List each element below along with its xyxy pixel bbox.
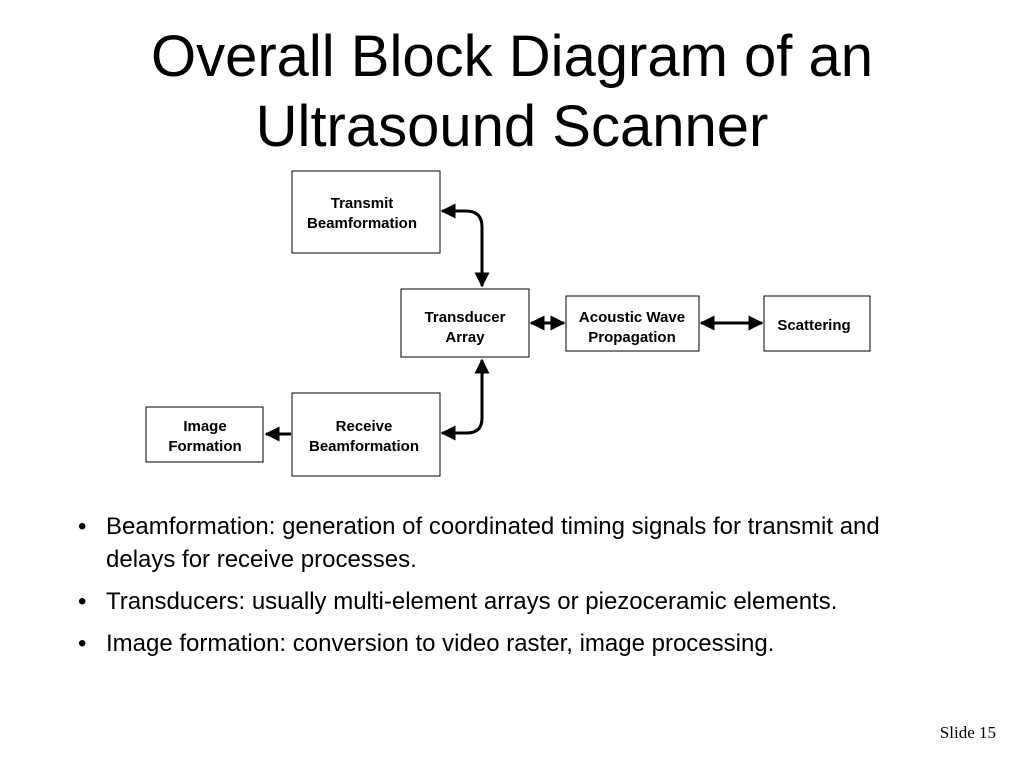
slide-title: Overall Block Diagram of an Ultrasound S… (0, 22, 1024, 162)
bullet-item-beamformation: • Beamformation: generation of coordinat… (72, 510, 952, 576)
slide-number: Slide 15 (939, 723, 996, 742)
slide-title-line-2: Ultrasound Scanner (255, 94, 769, 159)
bullet-text: Transducers: usually multi-element array… (106, 588, 838, 615)
box-acoustic-wave-propagation: Acoustic Wave Propagation (565, 295, 700, 352)
box-image-label-2: Formation (168, 438, 241, 455)
box-receive-beamformation: Receive Beamformation (291, 392, 441, 477)
box-receive-label-2: Beamformation (309, 438, 419, 455)
box-receive-label-1: Receive (336, 418, 393, 435)
bullet-symbol: • (78, 588, 87, 615)
box-image-label-1: Image (183, 418, 226, 435)
box-transducer-label-2: Array (445, 329, 485, 346)
bullet-item-transducers: • Transducers: usually multi-element arr… (72, 585, 952, 618)
bullet-item-image-formation: • Image formation: conversion to video r… (72, 627, 952, 660)
box-acoustic-label-2: Propagation (588, 329, 676, 346)
box-transducer-array: Transducer Array (400, 288, 530, 358)
slide-title-line-1: Overall Block Diagram of an (150, 24, 874, 89)
arrow-transmit-transducer (440, 203, 490, 288)
bullet-text: Beamformation: generation of coordinated… (106, 513, 880, 573)
box-acoustic-label-1: Acoustic Wave (579, 309, 685, 326)
arrow-transducer-receive (440, 358, 490, 441)
box-transducer-label-1: Transducer (425, 309, 506, 326)
bullet-symbol: • (78, 630, 87, 657)
bullet-text: Image formation: conversion to video ras… (106, 630, 775, 657)
box-scattering: Scattering (763, 295, 871, 352)
box-transmit-label-2: Beamformation (307, 215, 417, 232)
box-image-formation: Image Formation (145, 406, 264, 463)
box-transmit-beamformation: Transmit Beamformation (291, 170, 441, 254)
box-scattering-label: Scattering (777, 317, 850, 334)
bullet-symbol: • (78, 513, 87, 540)
box-transmit-label-1: Transmit (331, 195, 394, 212)
bullet-list: • Beamformation: generation of coordinat… (72, 510, 952, 669)
